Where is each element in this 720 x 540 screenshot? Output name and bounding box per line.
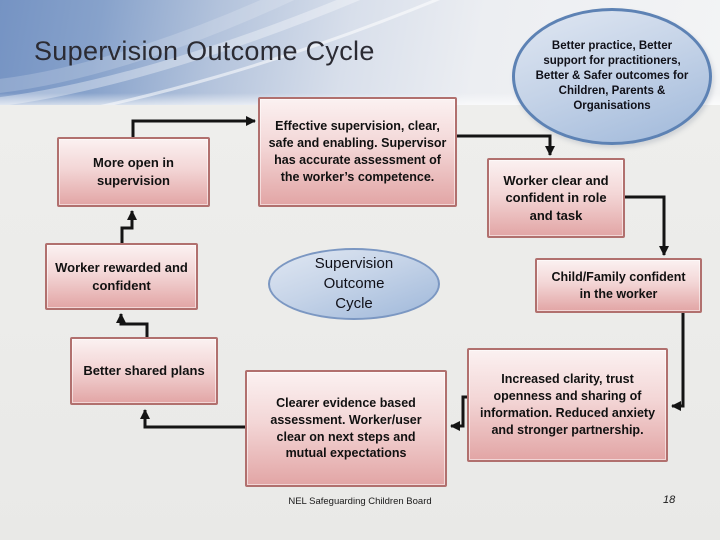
box-child-family-confident: Child/Family confident in the worker: [535, 258, 702, 313]
slide-title: Supervision Outcome Cycle: [34, 36, 375, 66]
box-more-open-text: More open in supervision: [93, 155, 174, 188]
arrow-child-family-to-increased-clarity: [671, 313, 685, 411]
box-better-shared-plans: Better shared plans: [70, 337, 218, 405]
center-oval-text: Supervision Outcome Cycle: [314, 254, 394, 313]
arrow-increased-clarity-to-clearer-evidence: [450, 395, 467, 431]
outcome-oval-text: Better practice, Better support for prac…: [535, 39, 689, 113]
box-clearer-evidence: Clearer evidence based assessment. Worke…: [245, 370, 447, 487]
box-worker-clear-confident: Worker clear and confident in role and t…: [487, 158, 625, 238]
box-increased-clarity-text: Increased clarity, trust openness and sh…: [479, 372, 656, 437]
arrow-better-plans-to-worker-rewarded: [116, 313, 149, 337]
box-effective-text: Effective supervision, clear, safe and e…: [268, 119, 447, 184]
center-oval-supervision-outcome-cycle: Supervision Outcome Cycle: [268, 248, 440, 320]
footer-organisation: NEL Safeguarding Children Board: [288, 496, 432, 507]
box-effective-supervision: Effective supervision, clear, safe and e…: [258, 97, 457, 207]
arrow-more-open-to-effective: [131, 116, 256, 137]
box-worker-rewarded-text: Worker rewarded and confident: [55, 259, 188, 293]
box-worker-clear-text: Worker clear and confident in role and t…: [503, 172, 609, 223]
arrow-worker-rewarded-to-more-open: [120, 210, 137, 243]
box-increased-clarity: Increased clarity, trust openness and sh…: [467, 348, 668, 462]
arrow-worker-clear-to-child-family: [625, 195, 669, 256]
arrow-effective-to-worker-clear: [457, 134, 555, 156]
outcome-oval-better-practice: Better practice, Better support for prac…: [512, 8, 712, 145]
box-clearer-evidence-text: Clearer evidence based assessment. Worke…: [270, 395, 422, 461]
box-child-family-text: Child/Family confident in the worker: [551, 269, 686, 301]
box-better-plans-text: Better shared plans: [83, 363, 205, 379]
box-worker-rewarded: Worker rewarded and confident: [45, 243, 198, 310]
box-more-open-in-supervision: More open in supervision: [57, 137, 210, 207]
page-number: 18: [663, 494, 676, 506]
arrow-clearer-evidence-to-better-plans: [140, 409, 245, 429]
